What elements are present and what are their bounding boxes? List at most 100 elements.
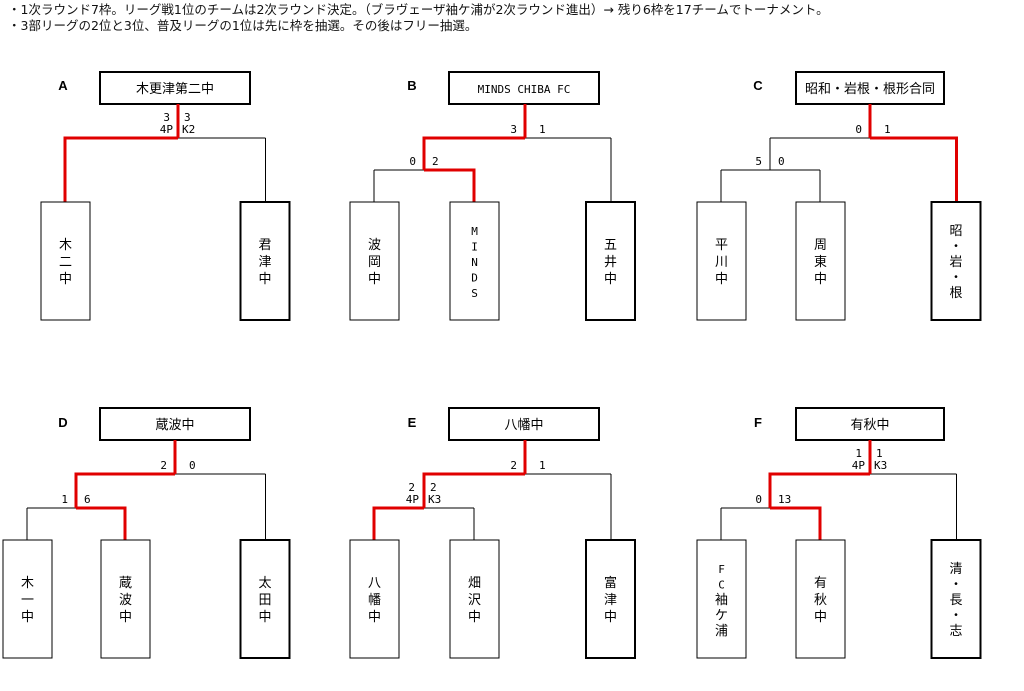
winner-box	[795, 407, 945, 441]
team-name: 清・長・志	[949, 562, 962, 639]
score-left: 0	[755, 493, 762, 506]
team-name: 木一中	[21, 576, 34, 625]
winner-box	[99, 407, 251, 441]
svg-text:五: 五	[604, 238, 617, 253]
svg-text:富: 富	[604, 575, 617, 591]
svg-text:I: I	[471, 241, 478, 254]
svg-text:中: 中	[604, 610, 617, 625]
svg-text:一: 一	[21, 593, 34, 608]
team-name: 波岡中	[368, 238, 381, 287]
winning-path	[74, 440, 177, 540]
score-right: 1	[539, 459, 546, 472]
svg-text:東: 東	[814, 254, 827, 270]
svg-text:中: 中	[468, 610, 481, 625]
semi-score: 0 13	[755, 493, 791, 506]
svg-text:中: 中	[814, 272, 827, 287]
note-line: ・1次ラウンド7枠。リーグ戦1位のチームは2次ラウンド決定。（ブラヴェーザ袖ケ浦…	[8, 2, 829, 17]
svg-text:沢: 沢	[468, 593, 481, 608]
svg-text:D: D	[471, 272, 478, 285]
score-left: 2	[160, 459, 167, 472]
svg-text:F: F	[718, 563, 725, 576]
block-label: E	[408, 415, 417, 430]
svg-text:中: 中	[59, 272, 72, 287]
winner-box	[99, 71, 251, 105]
svg-text:二: 二	[59, 255, 72, 270]
score-right: 2	[432, 155, 439, 168]
block-label: B	[407, 78, 416, 93]
svg-text:S: S	[471, 287, 478, 300]
team-name: 周東中	[814, 238, 827, 287]
svg-text:浦: 浦	[715, 624, 728, 639]
score-right: 3	[184, 111, 191, 124]
pk-left: 4P	[406, 493, 420, 506]
team-name: 蔵波中	[119, 576, 132, 625]
score-left: 3	[163, 111, 170, 124]
block-label: A	[58, 78, 68, 93]
team-box: 周東中	[795, 201, 846, 321]
svg-text:木: 木	[59, 238, 72, 253]
block-label: C	[753, 78, 763, 93]
score-left: 0	[409, 155, 416, 168]
winner-name: 八幡中	[504, 418, 543, 433]
svg-text:中: 中	[604, 272, 617, 287]
svg-text:波: 波	[119, 593, 132, 608]
team-box: 昭・岩・根	[930, 201, 982, 321]
score-right: 13	[778, 493, 791, 506]
team-box: 清・長・志	[930, 539, 982, 659]
pk-right: K3	[874, 459, 887, 472]
score-right: 1	[539, 123, 546, 136]
score-right: 0	[778, 155, 785, 168]
svg-text:志: 志	[949, 624, 962, 639]
score-left: 3	[510, 123, 517, 136]
score-right: 1	[876, 447, 883, 460]
team-name: 有秋中	[814, 576, 827, 625]
team-box: 木一中	[2, 539, 53, 659]
svg-text:周: 周	[814, 238, 827, 253]
svg-text:中: 中	[258, 610, 271, 625]
svg-text:波: 波	[368, 238, 381, 253]
svg-text:木: 木	[21, 576, 34, 591]
score-left: 2	[408, 481, 415, 494]
svg-text:・: ・	[949, 240, 962, 255]
team-name: 富津中	[604, 575, 617, 625]
svg-text:中: 中	[368, 272, 381, 287]
svg-text:田: 田	[258, 593, 271, 608]
svg-text:畑: 畑	[468, 576, 481, 591]
svg-text:井: 井	[604, 255, 617, 270]
score-left: 2	[510, 459, 517, 472]
team-box: 八幡中	[349, 539, 400, 659]
team-box: 蔵波中	[100, 539, 151, 659]
svg-text:清: 清	[949, 562, 962, 577]
pk-right: K3	[428, 493, 441, 506]
team-box: 畑沢中	[449, 539, 500, 659]
team-name: 君津中	[258, 238, 271, 287]
team-box: MINDS	[449, 201, 500, 321]
team-name: 平川中	[715, 238, 728, 287]
svg-text:・: ・	[949, 609, 962, 624]
team-name: 昭・岩・根	[949, 224, 962, 301]
pk-left: 4P	[852, 459, 866, 472]
winner-name: 木更津第二中	[136, 82, 214, 97]
score-left: 5	[755, 155, 762, 168]
svg-text:幡: 幡	[368, 593, 381, 608]
team-name: MINDS	[471, 225, 478, 300]
winning-path	[768, 440, 872, 540]
svg-text:C: C	[718, 579, 725, 592]
svg-text:N: N	[471, 256, 478, 269]
svg-text:ケ: ケ	[715, 609, 728, 624]
pk-right: K2	[182, 123, 195, 136]
